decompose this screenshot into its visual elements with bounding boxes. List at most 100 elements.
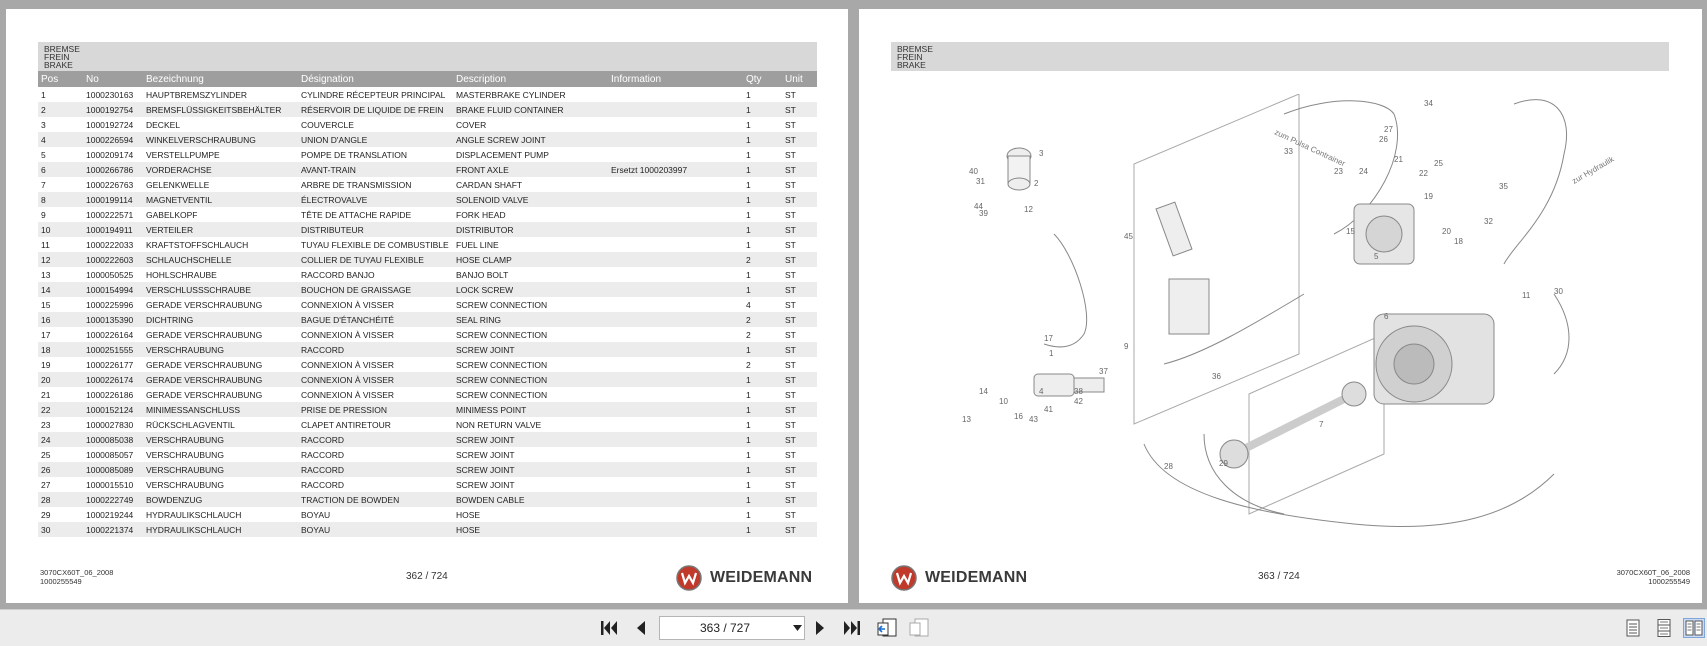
- cell-pos: 6: [38, 162, 83, 177]
- cell-pos: 3: [41, 119, 46, 130]
- cell-information: [608, 87, 743, 102]
- cell-bezeichnung: HOHLSCHRAUBE: [146, 269, 217, 280]
- cell-qty: 1: [743, 282, 782, 297]
- next-page-icon: [816, 621, 824, 635]
- diagram-callout: 31: [976, 177, 985, 186]
- cell-unit: ST: [785, 449, 796, 460]
- cell-description: MINIMESS POINT: [453, 402, 608, 417]
- diagram-callout: 42: [1074, 397, 1083, 406]
- cell-qty: 1: [743, 162, 782, 177]
- section-header: BREMSE FREIN BRAKE: [38, 42, 817, 71]
- cell-designation: RACCORD: [301, 479, 344, 490]
- diagram-callout: 35: [1499, 182, 1508, 191]
- cell-qty: 1: [746, 119, 751, 130]
- previous-page-button[interactable]: [629, 618, 651, 638]
- go-back-view-button[interactable]: [876, 618, 898, 638]
- cell-part-no: 1000135390: [83, 312, 143, 327]
- cell-qty: 1: [746, 239, 751, 250]
- diagram-callout: 15: [1346, 227, 1355, 236]
- diagram-callout: 17: [1044, 334, 1053, 343]
- page-dropdown-button[interactable]: [789, 616, 805, 640]
- go-forward-view-button[interactable]: [908, 618, 930, 638]
- cell-unit: ST: [782, 192, 817, 207]
- diagram-callout: 22: [1419, 169, 1428, 178]
- cell-part-no: 1000226174: [83, 372, 143, 387]
- cell-part-no: 1000251555: [83, 342, 143, 357]
- cell-information: [608, 297, 743, 312]
- diagram-callout: 28: [1164, 462, 1173, 471]
- annotation-hydraulik: zur Hydraulik: [1571, 154, 1617, 186]
- page-number: 363 / 724: [1258, 571, 1300, 582]
- cell-information: [608, 282, 743, 297]
- first-page-button[interactable]: [598, 618, 620, 638]
- cell-qty: 1: [743, 192, 782, 207]
- cell-bezeichnung: GERADE VERSCHRAUBUNG: [146, 329, 263, 340]
- cell-part-no: 1000085089: [83, 462, 143, 477]
- cell-designation: COLLIER DE TUYAU FLEXIBLE: [298, 252, 453, 267]
- cell-bezeichnung: MAGNETVENTIL: [143, 192, 298, 207]
- cell-description: FRONT AXLE: [453, 162, 608, 177]
- diagram-callout: 23: [1334, 167, 1343, 176]
- diagram-callout: 16: [1014, 412, 1023, 421]
- cell-description: SEAL RING: [453, 312, 608, 327]
- cell-qty: 2: [746, 359, 751, 370]
- column-header-unit: Unit: [782, 71, 817, 87]
- cell-qty: 1: [743, 522, 782, 537]
- go-back-view-icon: [877, 618, 897, 637]
- diagram-callout: 30: [1554, 287, 1563, 296]
- cell-qty: 2: [743, 252, 782, 267]
- cell-information: [608, 117, 743, 132]
- cell-information: [608, 102, 743, 117]
- cell-part-no: 1000154994: [83, 282, 143, 297]
- cell-pos: 17: [41, 329, 51, 340]
- cell-qty: 1: [743, 372, 782, 387]
- cell-qty: 1: [743, 402, 782, 417]
- single-page-view-button[interactable]: [1622, 618, 1644, 638]
- cell-qty: 1: [746, 389, 751, 400]
- two-page-view-button[interactable]: [1683, 618, 1705, 638]
- last-page-button[interactable]: [841, 618, 863, 638]
- cell-part-no: 1000226177: [86, 359, 134, 370]
- cell-description: SCREW CONNECTION: [456, 299, 548, 310]
- diagram-callout: 6: [1384, 312, 1389, 321]
- column-header-no: No: [83, 71, 143, 87]
- cell-information: [608, 177, 743, 192]
- cell-qty: 1: [746, 479, 751, 490]
- cell-information: [608, 432, 743, 447]
- brand-logo: WEIDEMANN: [676, 565, 812, 591]
- diagram-callout: 39: [979, 209, 988, 218]
- diagram-callout: 29: [1219, 459, 1228, 468]
- continuous-view-button[interactable]: [1653, 618, 1675, 638]
- cell-part-no: 1000085057: [86, 449, 134, 460]
- cell-description: CARDAN SHAFT: [456, 179, 523, 190]
- cell-description: BRAKE FLUID CONTAINER: [453, 102, 608, 117]
- cell-bezeichnung: BREMSFLÜSSIGKEITSBEHÄLTER: [143, 102, 298, 117]
- cell-information: [608, 522, 743, 537]
- cell-unit: ST: [785, 389, 796, 400]
- cell-designation: RACCORD BANJO: [301, 269, 375, 280]
- cell-description: SCREW CONNECTION: [456, 329, 548, 340]
- diagram-callout: 43: [1029, 415, 1038, 424]
- diagram-callout: 5: [1374, 252, 1379, 261]
- diagram-callout: 19: [1424, 192, 1433, 201]
- cell-bezeichnung: VERTEILER: [143, 222, 298, 237]
- cell-part-no: 1000219244: [86, 509, 134, 520]
- diagram-callout: 21: [1394, 155, 1403, 164]
- cell-pos: 4: [38, 132, 83, 147]
- cell-qty: 1: [746, 449, 751, 460]
- go-forward-view-icon: [909, 618, 929, 637]
- cell-unit: ST: [782, 522, 817, 537]
- cell-bezeichnung: VERSCHRAUBUNG: [146, 449, 224, 460]
- page-number-field[interactable]: 363 / 727: [659, 616, 805, 640]
- two-page-view-icon: [1685, 620, 1703, 636]
- cell-unit: ST: [782, 162, 817, 177]
- next-page-button[interactable]: [810, 618, 832, 638]
- cell-pos: 25: [41, 449, 51, 460]
- cell-pos: 23: [41, 419, 51, 430]
